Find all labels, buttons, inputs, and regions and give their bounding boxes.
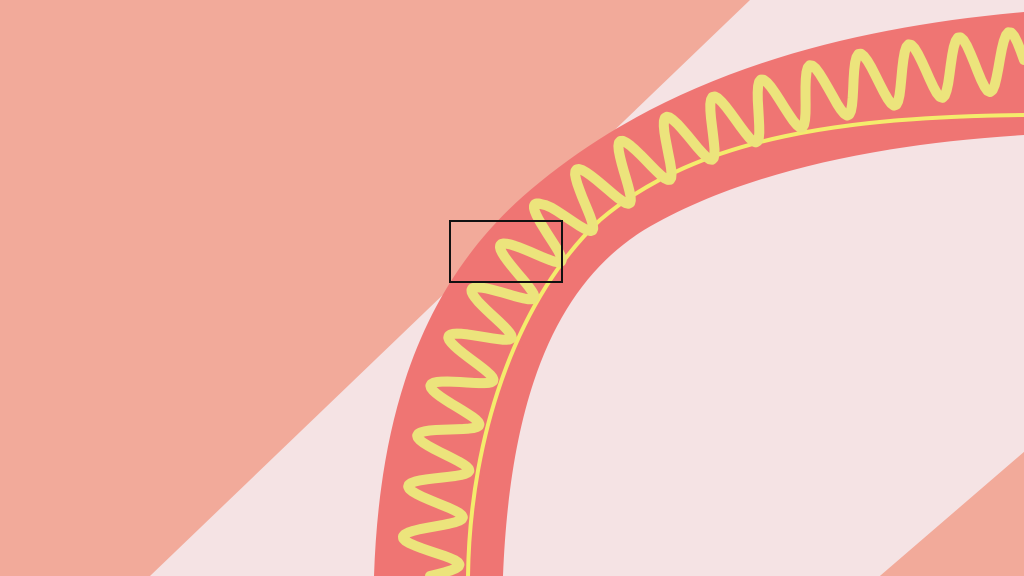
highlight-box — [449, 220, 563, 283]
wavy-elastic-layer — [398, 27, 1024, 576]
lower-right-tissue-region — [880, 452, 1024, 576]
internal-elastic-lamina-line — [466, 113, 1024, 576]
vessel-wall-band — [374, 12, 1024, 576]
internal-elastic-lamina-inner-line — [471, 117, 1024, 576]
